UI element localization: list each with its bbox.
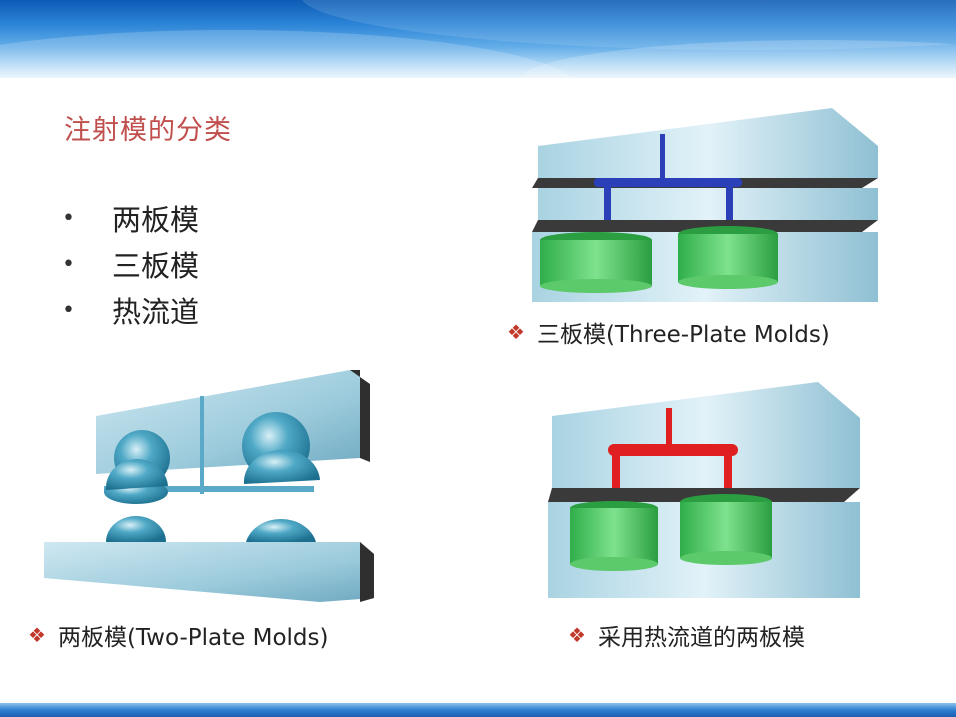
two-plate-mold-figure	[44, 370, 374, 602]
bullet-dot-icon: •	[62, 205, 75, 231]
diamond-cluster-icon: ❖	[568, 623, 586, 647]
diamond-cluster-icon: ❖	[28, 623, 46, 647]
caption-text: 两板模(Two-Plate Molds)	[57, 625, 329, 651]
bullet-text: 两板模	[112, 203, 200, 237]
bullet-dot-icon: •	[62, 297, 75, 323]
caption-text: 采用热流道的两板模	[597, 625, 805, 651]
footer-band	[0, 703, 956, 717]
caption-text: 三板模(Three-Plate Molds)	[536, 322, 830, 348]
caption-hot-runner: ❖ 采用热流道的两板模	[568, 618, 805, 652]
caption-three-plate: ❖ 三板模(Three-Plate Molds)	[507, 315, 830, 349]
bullet-dot-icon: •	[62, 251, 75, 277]
slide-title: 注射模的分类	[64, 115, 232, 146]
bullet-list: • 两板模 • 三板模 • 热流道	[62, 195, 199, 333]
three-plate-mold-figure	[532, 106, 882, 302]
diamond-cluster-icon: ❖	[507, 320, 525, 344]
bullet-item: • 三板模	[62, 241, 199, 287]
bullet-item: • 两板模	[62, 195, 199, 241]
bullet-item: • 热流道	[62, 287, 199, 333]
header-band	[0, 0, 956, 78]
bullet-text: 热流道	[112, 295, 200, 329]
caption-two-plate: ❖ 两板模(Two-Plate Molds)	[28, 618, 328, 652]
bullet-text: 三板模	[112, 249, 200, 283]
hot-runner-mold-figure	[548, 382, 860, 598]
